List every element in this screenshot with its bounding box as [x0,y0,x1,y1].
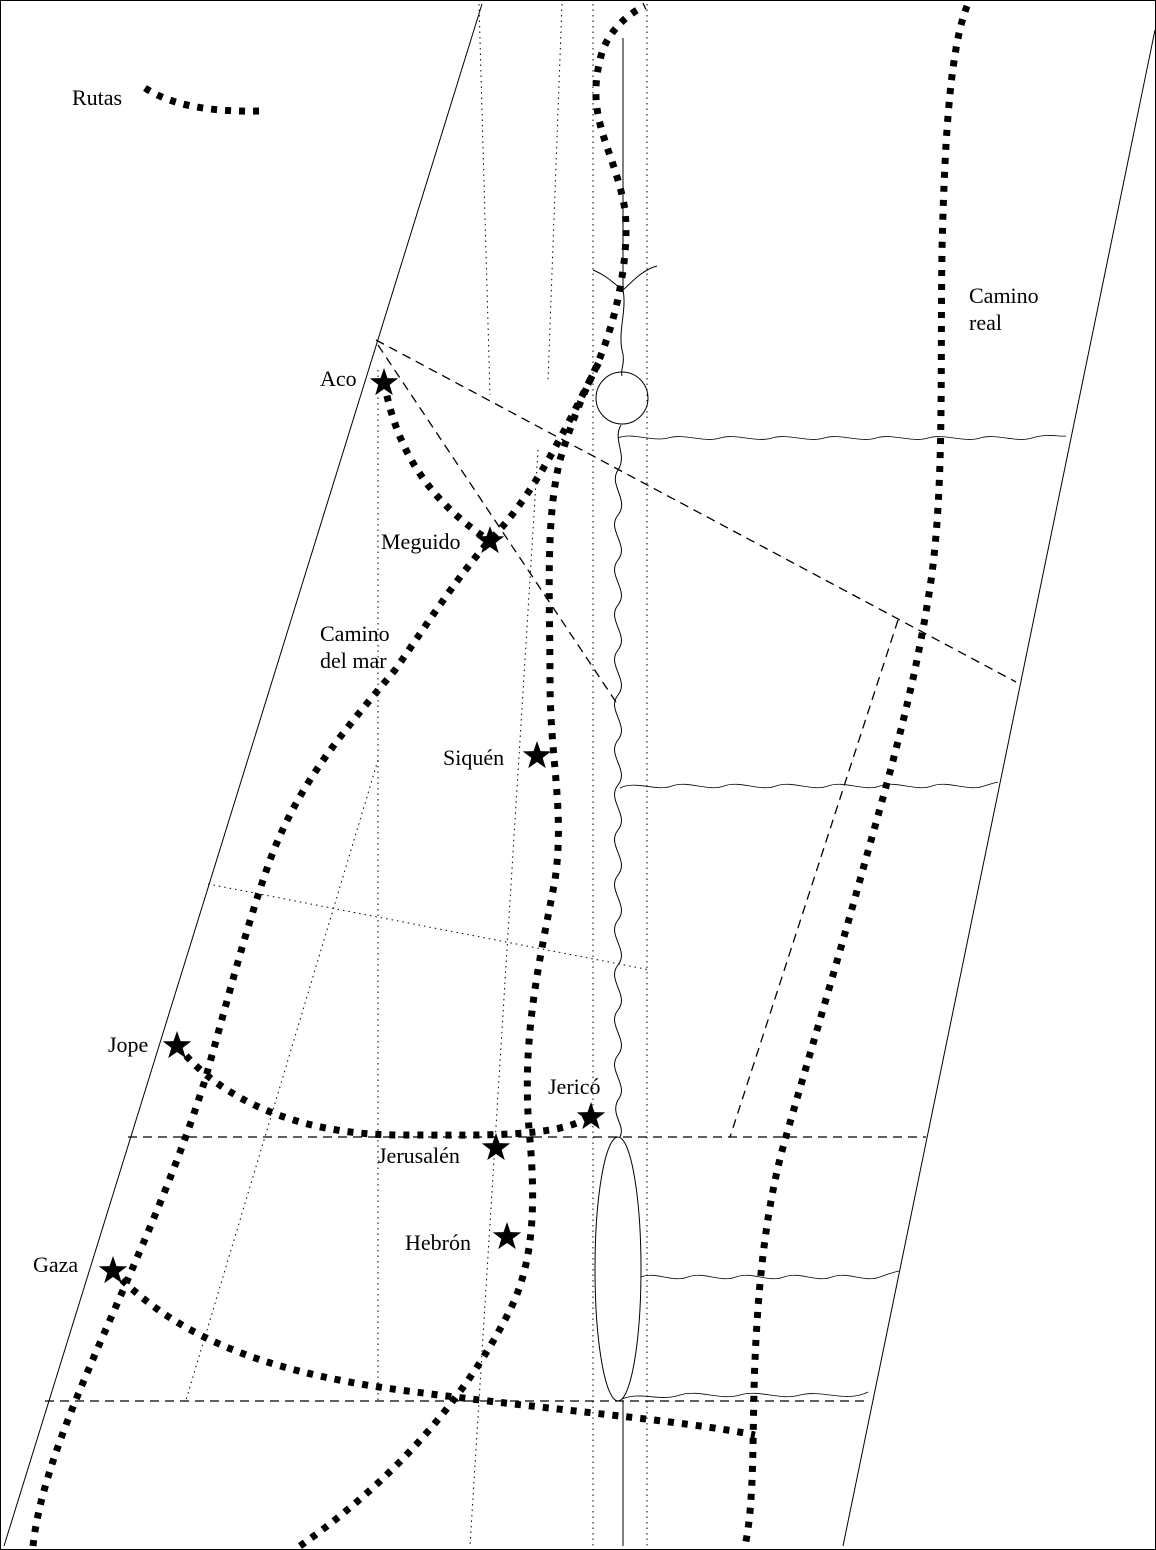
road-label-camino-del-mar-2: del mar [320,648,387,673]
legend-routes-label: Rutas [72,85,122,110]
dashed-lines [45,339,1017,1402]
map-border-west [3,3,483,1547]
route-ridge [297,358,604,1549]
route-legend-sample [143,85,263,115]
map-border-east [842,29,1156,1547]
star-icon [369,368,399,396]
sea-of-galilee [595,371,649,425]
city-label-aco: Aco [320,366,357,391]
city-label-hebron: Hebrón [405,1230,471,1255]
city-label-meguido: Meguido [381,529,460,554]
city-label-jope: Jope [108,1032,148,1057]
route-way-of-the-sea [29,2,647,1547]
dotted-grid-lines [185,3,651,1547]
star-icon [162,1031,192,1059]
route-gaza-east [109,1267,756,1439]
road-label-camino-real-2: real [969,310,1002,335]
city-label-siquen: Siquén [443,745,504,770]
road-label-camino-del-mar-1: Camino [320,621,390,646]
city-label-gaza: Gaza [33,1252,78,1277]
city-label-jerusalen: Jerusalén [378,1143,460,1168]
star-icon [522,741,552,769]
route-aco-meguido [380,381,492,544]
city-label-jerico: Jericó [548,1074,601,1099]
city-markers [98,368,606,1284]
dead-sea [594,1136,642,1402]
star-icon [492,1222,522,1250]
route-king-highway [741,4,971,1547]
wavy-lines [617,435,1067,1400]
route-jope-jerico [174,1042,593,1139]
road-label-camino-real-1: Camino [969,283,1039,308]
star-icon [576,1102,606,1130]
routes [29,2,971,1549]
